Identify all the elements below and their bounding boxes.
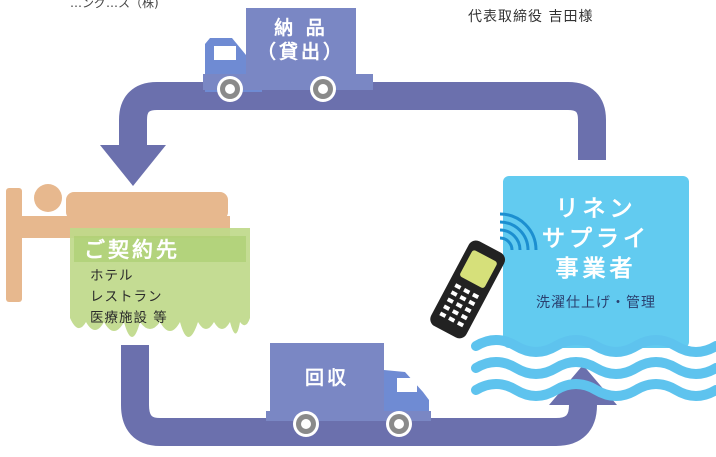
handheld-scanner-icon (430, 240, 506, 339)
client-type-hotel: ホテル (90, 268, 134, 284)
president-caption: 代表取締役 吉田様 (468, 9, 594, 25)
collection-label: 回収 (304, 367, 349, 389)
supplier-title: リネン サプライ 事業者 (503, 194, 689, 284)
supplier-title-line1: リネン (555, 196, 637, 222)
client-tablecloth (70, 228, 250, 337)
supplier-title-line3: 事業者 (555, 256, 637, 282)
client-type-restaurant: レストラン (90, 289, 163, 305)
client-type-list: ホテル レストラン 医療施設 等 (90, 266, 168, 329)
collection-truck (266, 343, 431, 437)
delivery-label: 納 品 （貸出） (246, 16, 356, 64)
top-left-caption-fragment: …ング…ス（株) (70, 0, 159, 10)
supplier-box (503, 176, 689, 348)
water-waves (471, 335, 716, 401)
delivery-flow-arrow (100, 82, 606, 186)
client-type-medical: 医療施設 等 (90, 310, 168, 326)
supplier-title-line2: サプライ (542, 226, 650, 252)
delivery-label-line1: 納 品 (274, 17, 328, 39)
delivery-label-line2: （貸出） (256, 41, 345, 63)
client-title: ご契約先 (84, 238, 180, 262)
wireless-signal-icon (499, 212, 538, 251)
delivery-truck (203, 8, 373, 102)
supplier-service: 洗濯仕上げ・管理 (536, 295, 656, 311)
